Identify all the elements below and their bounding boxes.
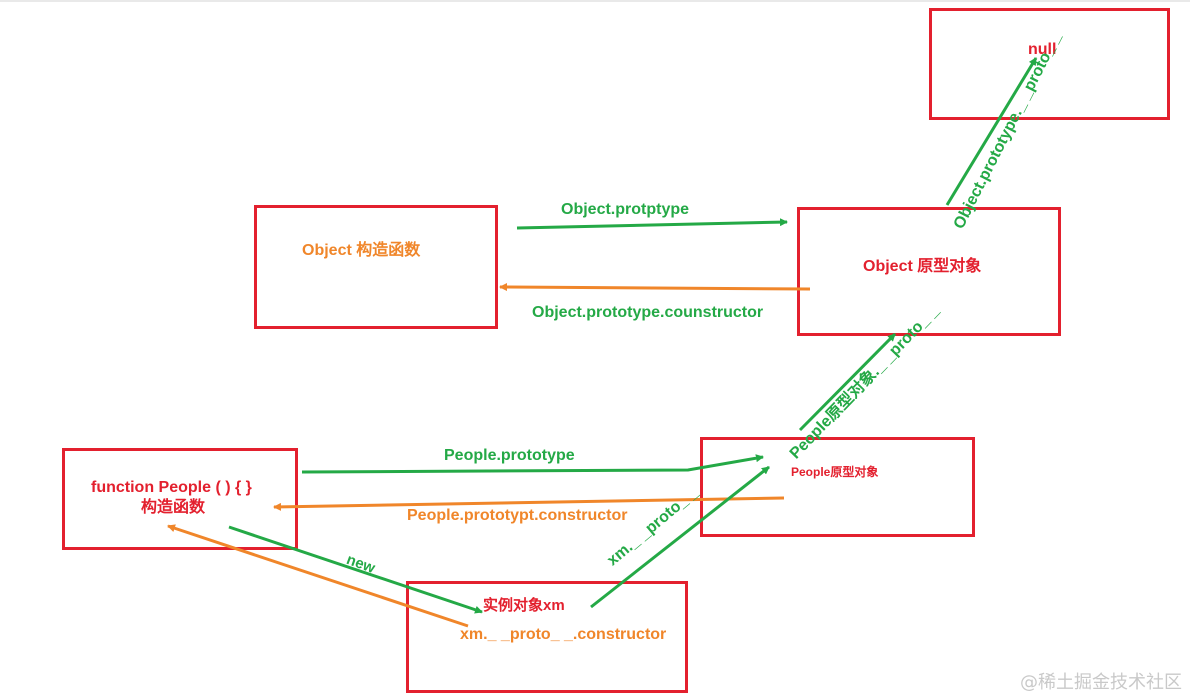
instance-label: 实例对象xm <box>483 597 565 614</box>
people-function-line1: function People ( ) { } <box>91 479 252 496</box>
null-box <box>929 8 1170 120</box>
arrow-xm-constructor <box>167 524 469 628</box>
object-prototype-label: Object 原型对象 <box>863 258 982 275</box>
people-prototype-label: People原型对象 <box>791 465 879 479</box>
top-divider <box>0 0 1190 2</box>
arrow-people-constructor <box>273 496 785 511</box>
object-constructor-label: Object 构造函数 <box>302 242 421 259</box>
arrow-new <box>228 525 483 614</box>
null-label: null <box>1028 41 1057 58</box>
people-function-line2: 构造函数 <box>141 499 206 516</box>
arrow-xm-proto <box>590 465 770 609</box>
object-constructor-link-label: Object.prototype.counstructor <box>532 304 764 321</box>
people-prototype-link-label: People.prototype <box>444 447 575 464</box>
arrow-object-to-null <box>945 57 1038 206</box>
object-prototype-link-label: Object.protptype <box>561 201 690 218</box>
people-function-box <box>62 448 298 550</box>
arrow-object-prototype <box>516 218 788 230</box>
people-constructor-link-label: People.prototypt.constructor <box>407 507 628 524</box>
arrow-people-proto-to-object <box>798 332 897 432</box>
arrow-object-constructor <box>499 283 811 292</box>
xm-constructor-label: xm._ _proto_ _.constructor <box>460 626 667 643</box>
instance-box <box>406 581 688 693</box>
watermark: @稀土掘金技术社区 <box>1020 672 1182 693</box>
object-prototype-box <box>797 207 1061 336</box>
object-constructor-box <box>254 205 498 329</box>
arrow-people-prototype <box>301 454 764 474</box>
